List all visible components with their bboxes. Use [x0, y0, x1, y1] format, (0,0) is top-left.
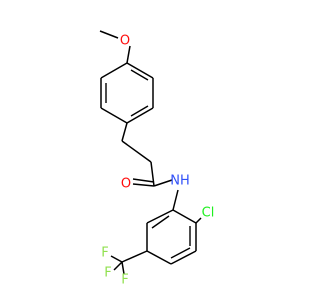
bond-carbonyl-n [153, 179, 173, 187]
bond-ring2-d [170, 250, 197, 265]
fluorine-label-1: F [101, 246, 108, 261]
bond-ring-cl [195, 217, 202, 224]
bond-ring2-a [146, 209, 174, 224]
bond-ring1-double-2 [130, 105, 149, 117]
methoxy-oxygen-label: O [120, 34, 130, 49]
bond-ring2-c [146, 250, 172, 265]
bond-lines [99, 30, 202, 275]
bond-ring1-a [100, 62, 128, 79]
amide-nitrogen-label: NH [170, 174, 190, 189]
bond-c-o-2 [132, 178, 155, 183]
bond-cf3-f2 [113, 261, 123, 271]
bond-ring1-d [126, 107, 154, 124]
molecule-structure: O O NH Cl F F F [99, 30, 214, 288]
bond-cf3-f1 [110, 255, 123, 263]
bond-ring1-f [126, 62, 154, 79]
atom-labels: O O NH Cl F F F [101, 34, 214, 288]
bond-methyl-o [99, 30, 119, 39]
bond-ring-cf3 [121, 250, 148, 263]
bond-ring2-double-2 [170, 247, 191, 259]
bond-n-ring [172, 189, 179, 211]
bond-ring2-double-1 [151, 215, 170, 229]
bond-cf3-f3 [121, 261, 125, 275]
fluorine-label-2: F [104, 266, 111, 281]
chlorine-label: Cl [202, 206, 215, 221]
bond-ring1-double-3 [130, 69, 149, 81]
bond-ring2-f [172, 209, 197, 224]
carbonyl-oxygen-label: O [121, 177, 131, 192]
bond-ring1-c [100, 107, 128, 124]
fluorine-label-3: F [121, 273, 128, 288]
bond-ring-ch2 [121, 122, 128, 142]
bond-c-o-1 [132, 183, 155, 187]
bond-o-ring [126, 45, 131, 64]
bond-ch2-ch2 [121, 140, 152, 163]
